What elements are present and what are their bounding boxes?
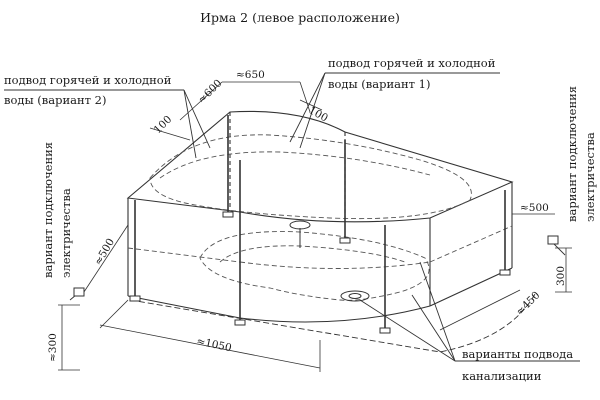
dim-500-left: ≈500 (92, 237, 117, 268)
dim-600: ≈600 (196, 77, 225, 106)
water-variant2-label-line2: воды (вариант 2) (4, 93, 106, 107)
drain-label-line1: варианты подвода (462, 347, 573, 361)
dim-500-right: ≈500 (520, 202, 549, 214)
support-legs (134, 115, 506, 330)
dim-100-left: 100 (152, 113, 175, 136)
leader-lines (4, 72, 580, 362)
dim-650: ≈650 (236, 69, 265, 81)
diagram-title: Ирма 2 (левое расположение) (200, 10, 400, 25)
drain-fittings (289, 220, 370, 302)
electric-connectors (73, 235, 559, 297)
electric-left-label-line2: электричества (59, 188, 73, 278)
bathtub-interior (127, 134, 536, 353)
electric-right-label-line2: электричества (583, 132, 597, 222)
dim-450: ≈450 (514, 289, 543, 318)
water-variant1-label-line2: воды (вариант 1) (328, 77, 430, 91)
bathtub-frame (126, 110, 514, 323)
dim-300-left: ≈300 (47, 333, 59, 362)
electric-left-label-line1: вариант подключения (41, 142, 55, 278)
dim-100-right: 100 (307, 104, 330, 124)
dim-300-right: 300 (555, 266, 567, 286)
water-variant1-label-line1: подвод горячей и холодной (328, 56, 496, 70)
dimension-lines (58, 81, 572, 372)
leg-feet (129, 211, 511, 334)
drain-label-line2: канализации (462, 369, 542, 383)
dim-1050: ≈1050 (195, 335, 232, 354)
electric-right-label-line1: вариант подключения (565, 86, 579, 222)
water-variant2-label-line1: подвод горячей и холодной (4, 73, 172, 87)
